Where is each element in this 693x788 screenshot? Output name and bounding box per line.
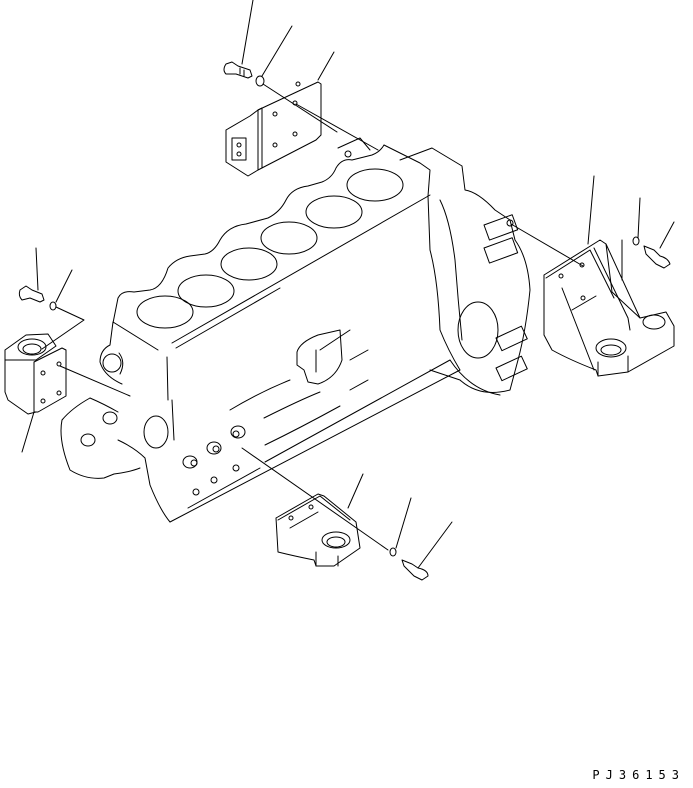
front-upper-bolt	[224, 62, 252, 78]
flywheel-housing	[338, 138, 530, 395]
left-mount-block	[5, 334, 66, 414]
front-upper-bracket	[226, 82, 321, 176]
right-bolt	[644, 246, 670, 268]
leader-lines	[22, 0, 674, 568]
right-washer	[633, 237, 639, 245]
left-bolt	[19, 286, 44, 302]
engine-block	[61, 145, 460, 522]
bottom-washer	[390, 548, 396, 556]
bottom-mount-bracket	[276, 494, 360, 566]
drawing-id-label: PJ36153	[592, 768, 685, 782]
right-mount-bracket	[544, 240, 674, 376]
bottom-bolt	[402, 560, 428, 580]
front-upper-washer	[256, 76, 264, 86]
left-washer	[50, 302, 56, 310]
